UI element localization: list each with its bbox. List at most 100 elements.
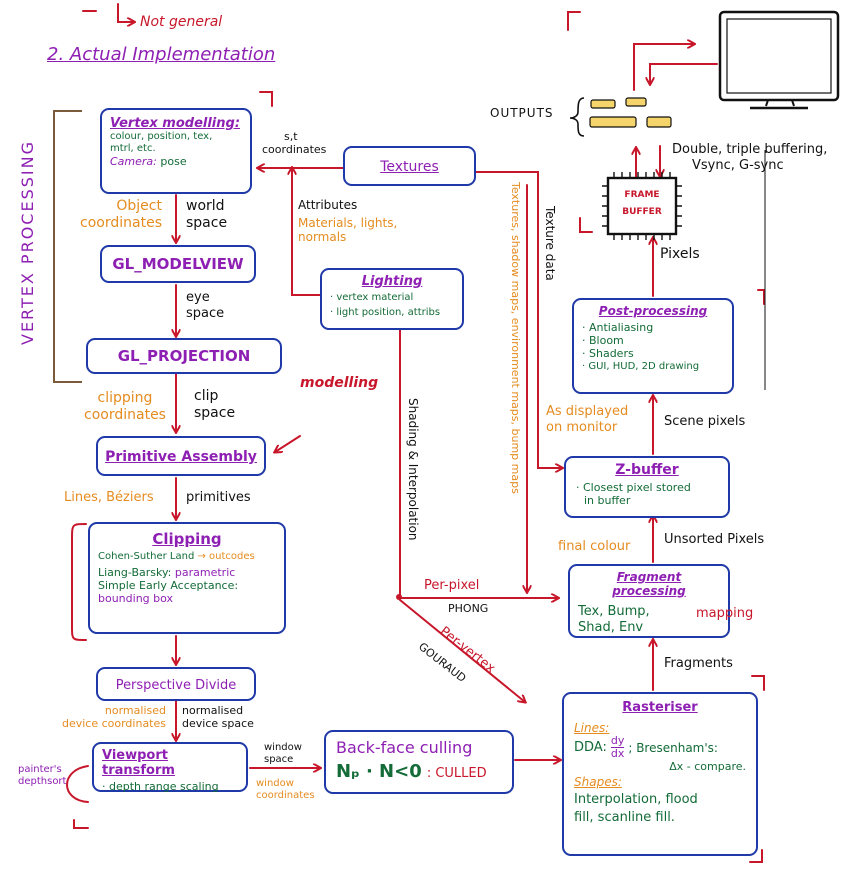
z-buffer-line-2: in buffer xyxy=(584,494,631,508)
lines-label: Lines: xyxy=(574,721,610,735)
post-processing-title: Post-processing xyxy=(598,304,708,318)
pixels-label: Pixels xyxy=(660,246,700,262)
light-position-label: · light position, attribs xyxy=(330,307,441,318)
attributes-label: Attributes xyxy=(298,198,358,212)
rasteriser-title: Rasteriser xyxy=(622,700,698,715)
painters-line-2: depthsort xyxy=(18,776,67,787)
outputs-label: OUTPUTS xyxy=(490,106,554,120)
st-coordinates-label: s,t coordinates xyxy=(262,130,327,157)
bounding-box-label: bounding box xyxy=(98,592,174,606)
corner-bracket xyxy=(567,11,581,31)
unsorted-pixels-label: Unsorted Pixels xyxy=(664,532,765,547)
normalised-device-coordinates-label: normalised device coordinates xyxy=(61,704,166,731)
vertex-processing-label: VERTEX PROCESSING xyxy=(18,140,37,345)
gl-modelview-title: GL_MODELVIEW xyxy=(112,255,244,273)
parametric-label: parametric xyxy=(174,566,236,579)
corner-bracket xyxy=(749,849,763,863)
shapes-line-1: Interpolation, flood xyxy=(574,792,698,808)
modelling-label: modelling xyxy=(300,375,379,391)
vertex-modelling-line-2: mtrl, etc. xyxy=(110,143,156,154)
gl-projection-node[interactable]: GL_PROJECTION xyxy=(86,338,282,374)
gui-hud-label: · GUI, HUD, 2D drawing xyxy=(582,360,700,372)
cohen-sutherland-label: Cohen-Suther Land xyxy=(98,551,195,562)
outcodes-label: → outcodes xyxy=(197,551,255,562)
not-general-note: Not general xyxy=(140,14,223,30)
viewport-transform-node[interactable]: Viewport transform · depth range scaling xyxy=(92,742,248,793)
back-face-culling-title: Back-face culling xyxy=(336,738,473,757)
section-title: 2. Actual Implementation xyxy=(47,44,276,65)
shaders-label: · Shaders xyxy=(582,347,634,361)
depth-range-scaling-label: · depth range scaling xyxy=(102,780,219,793)
clipping-coordinates-label: clipping coordinates xyxy=(84,390,166,423)
frame-buffer-label: FRAME BUFFER xyxy=(622,190,662,217)
modelling-arrow xyxy=(275,435,301,452)
painters-line-1: painter's xyxy=(18,764,62,775)
corner-bracket xyxy=(259,91,273,107)
arrow-texture-data-to-zbuffer xyxy=(475,171,562,468)
as-displayed-label: As displayed on monitor xyxy=(546,404,629,435)
vertex-modelling-title: Vertex modelling: xyxy=(110,116,241,131)
phong-label: PHONG xyxy=(448,602,489,615)
shapes-label: Shapes: xyxy=(574,775,622,790)
window-coordinates-label: window coordinates xyxy=(256,778,315,801)
materials-lights-normals-label: Materials, lights, normals xyxy=(298,216,398,245)
textures-title: Textures xyxy=(380,159,439,175)
shapes-line-2: fill, scanline fill. xyxy=(574,809,675,825)
culled-label: : CULLED xyxy=(426,766,487,781)
camera-label: Camera: xyxy=(110,155,157,168)
back-face-culling-node[interactable]: Back-face culling Nₚ · N<0 : CULLED xyxy=(324,730,514,794)
world-space-label: world space xyxy=(186,198,228,231)
corner-bracket xyxy=(751,675,765,691)
painters-label: painter's depthsort xyxy=(18,764,66,788)
rasteriser-node[interactable]: Rasteriser Lines: DDA: dy dx ; Bresenham… xyxy=(562,692,758,856)
fragment-line-1: Tex, Bump, xyxy=(578,604,650,619)
arrow-monitor-to-output xyxy=(650,63,718,84)
corner-bracket xyxy=(73,819,89,829)
clipping-node[interactable]: Clipping Cohen-Suther Land → outcodes Li… xyxy=(88,522,286,634)
clipping-title: Clipping xyxy=(152,530,222,548)
vertex-modelling-line-1: colour, position, tex, xyxy=(110,131,213,142)
textures-node[interactable]: Textures xyxy=(343,146,476,186)
fragment-line-2: Shad, Env xyxy=(578,619,644,635)
z-buffer-title: Z-buffer xyxy=(615,462,679,478)
primitive-assembly-node[interactable]: Primitive Assembly xyxy=(96,436,266,476)
painters-loop xyxy=(66,765,89,803)
final-colour-label: final colour xyxy=(558,539,631,554)
z-buffer-line-1: · Closest pixel stored xyxy=(576,481,691,494)
bresenham-label: ; Bresenham's: xyxy=(628,740,718,755)
bresenham-detail: Δx - compare. xyxy=(669,760,746,774)
lines-beziers-label: Lines, Béziers xyxy=(64,490,154,505)
lighting-title: Lighting xyxy=(361,274,423,289)
post-processing-node[interactable]: Post-processing · Antialiasing · Bloom ·… xyxy=(572,298,734,394)
camera-value: pose xyxy=(160,155,187,168)
lighting-node[interactable]: Lighting · vertex material · light posit… xyxy=(320,268,464,330)
gl-modelview-node[interactable]: GL_MODELVIEW xyxy=(100,245,256,283)
outputs-brace xyxy=(569,97,585,137)
perspective-divide-node[interactable]: Perspective Divide xyxy=(96,667,256,701)
output-chips-icon xyxy=(589,97,672,128)
dda-label: DDA: xyxy=(574,740,607,756)
fragments-label: Fragments xyxy=(664,656,733,671)
simple-early-acceptance-label: Simple Early Acceptance: xyxy=(98,579,239,593)
culling-formula: Nₚ · N<0 xyxy=(336,761,422,782)
antialiasing-label: · Antialiasing xyxy=(582,321,654,334)
vertex-modelling-node[interactable]: Vertex modelling: colour, position, tex,… xyxy=(100,108,252,194)
z-buffer-node[interactable]: Z-buffer · Closest pixel stored in buffe… xyxy=(564,456,730,518)
scene-pixels-label: Scene pixels xyxy=(664,414,746,429)
perspective-divide-title: Perspective Divide xyxy=(115,678,237,693)
vertex-processing-bracket xyxy=(53,110,82,383)
viewport-transform-title: Viewport transform xyxy=(102,748,175,778)
fragment-processing-node[interactable]: Fragment processing Tex, Bump, Shad, Env… xyxy=(568,564,753,638)
object-coordinates-label: Object coordinates xyxy=(80,198,162,231)
buffering-label: Double, triple buffering, Vsync, G-sync xyxy=(672,142,828,173)
gl-projection-title: GL_PROJECTION xyxy=(117,347,251,365)
shading-interpolation-label: Shading & Interpolation xyxy=(406,398,420,541)
normalised-device-space-label: normalised device space xyxy=(182,704,254,731)
liang-barsky-label: Liang-Barsky: xyxy=(98,566,172,579)
shading-junction xyxy=(396,594,402,600)
monitor-icon xyxy=(718,10,840,110)
arrow-output-to-monitor xyxy=(633,44,694,91)
clipping-bracket xyxy=(71,523,87,641)
not-general-arrow xyxy=(117,3,134,22)
